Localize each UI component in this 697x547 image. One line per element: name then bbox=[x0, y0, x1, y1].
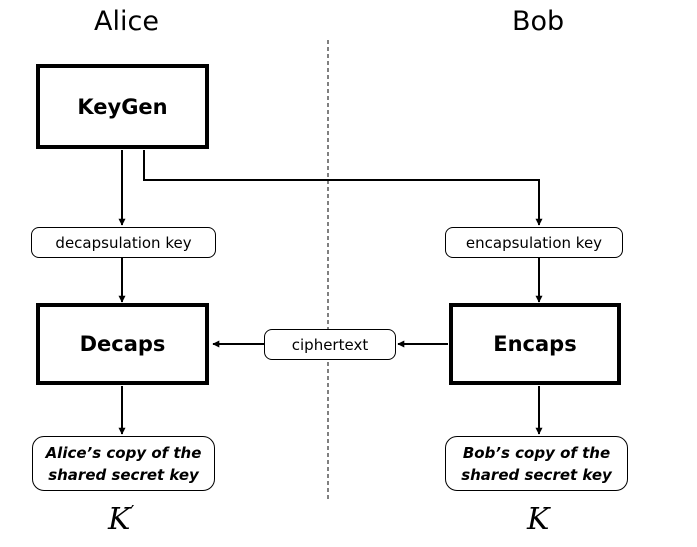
alice-heading: Alice bbox=[94, 6, 159, 37]
bob-shared-key-box: Bob’s copy of the shared secret key bbox=[445, 436, 628, 491]
bob-shared-key-line2: shared secret key bbox=[461, 465, 612, 484]
alice-key-symbol: K′ bbox=[108, 502, 135, 537]
encaps-label: Encaps bbox=[493, 332, 577, 356]
encaps-box: Encaps bbox=[449, 303, 621, 385]
encapsulation-key-pill: encapsulation key bbox=[445, 227, 623, 258]
alice-shared-key-line2: shared secret key bbox=[48, 465, 199, 484]
ciphertext-label: ciphertext bbox=[291, 335, 369, 354]
keygen-label: KeyGen bbox=[77, 94, 168, 119]
bob-shared-key-line1: Bob’s copy of the bbox=[462, 443, 611, 462]
encapsulation-key-label: encapsulation key bbox=[465, 233, 603, 252]
decaps-label: Decaps bbox=[79, 332, 166, 356]
alice-key-letter: K bbox=[108, 502, 131, 537]
arrow-keygen-to-ek bbox=[143, 150, 543, 226]
alice-key-prime: ′ bbox=[130, 502, 135, 523]
alice-shared-key-box: Alice’s copy of the shared secret key bbox=[32, 436, 215, 491]
ciphertext-pill: ciphertext bbox=[264, 329, 396, 360]
keygen-box: KeyGen bbox=[36, 64, 209, 149]
alice-shared-key-line1: Alice’s copy of the bbox=[45, 443, 202, 462]
bob-key-letter: K bbox=[527, 502, 550, 537]
bob-heading: Bob bbox=[512, 6, 565, 37]
bob-key-symbol: K bbox=[527, 502, 549, 537]
decapsulation-key-pill: decapsulation key bbox=[31, 227, 216, 258]
decaps-box: Decaps bbox=[36, 303, 209, 385]
decapsulation-key-label: decapsulation key bbox=[55, 233, 192, 252]
